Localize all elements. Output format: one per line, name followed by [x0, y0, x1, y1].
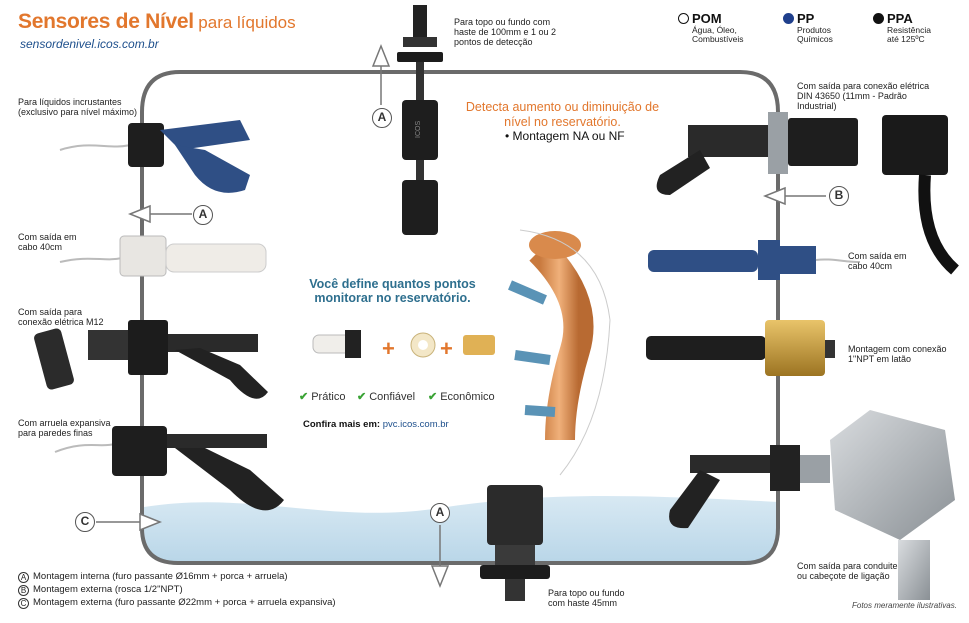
pipe-assembly: [508, 229, 611, 476]
material-pom: POM Água, Óleo, Combustíveis: [678, 11, 758, 44]
sensor-left-3: [34, 320, 268, 399]
center-headline: Detecta aumento ou diminuição de nível n…: [465, 100, 660, 129]
check-icon: ✔: [428, 391, 438, 403]
tank-outline: [140, 70, 780, 565]
label-left-3: Com saída para conexão elétrica M12: [18, 307, 104, 327]
pp-dot-icon: [783, 13, 794, 24]
more-info-link[interactable]: pvc.icos.com.br: [382, 419, 449, 430]
page-subtitle: para líquidos: [198, 13, 296, 32]
sensor-top-center: ICOS: [397, 5, 443, 235]
svg-text:ICOS: ICOS: [415, 121, 422, 138]
label-right-3: Montagem com conexão 1"NPT em latão: [848, 344, 947, 364]
sensor-left-1: [59, 120, 250, 193]
check-icon: ✔: [357, 391, 367, 403]
svg-text:+: +: [440, 336, 453, 361]
pom-dot-icon: [678, 13, 689, 24]
sensor-right-4: [669, 410, 955, 600]
center-define: Você define quantos pontos monitorar no …: [309, 277, 476, 305]
label-right-1: Com saída para conexão elétrica DIN 4365…: [797, 81, 930, 111]
marker-b: B: [829, 186, 849, 206]
label-top-center: Para topo ou fundo com haste de 100mm e …: [454, 17, 557, 47]
sensor-left-4: [54, 426, 284, 511]
website-link[interactable]: sensordenivel.icos.com.br: [20, 37, 159, 51]
feature-economico: ✔Econômico: [428, 391, 495, 403]
marker-c: C: [75, 512, 95, 532]
material-ppa: PPA Resistência até 125ºC: [873, 11, 943, 44]
svg-text:+: +: [382, 336, 395, 361]
label-left-2: Com saída em cabo 40cm: [18, 232, 77, 252]
feature-pratico: ✔Prático: [299, 391, 346, 403]
sensor-right-3: [646, 320, 835, 376]
page-title: Sensores de Nível: [18, 10, 194, 33]
sensor-right-1: [656, 112, 960, 275]
material-pp: PP Produtos Químicos: [783, 11, 853, 44]
sensor-left-2: [59, 235, 267, 277]
footnote: Fotos meramente ilustrativas.: [852, 601, 957, 610]
more-info: Confira mais em: pvc.icos.com.br: [303, 419, 449, 430]
center-bullet: • Montagem NA ou NF: [505, 129, 625, 143]
marker-a-top: A: [372, 108, 392, 128]
label-left-1: Para líquidos incrustantes (exclusivo pa…: [18, 97, 138, 117]
header-title: Sensores de Nível para líquidos: [18, 10, 296, 34]
label-right-2: Com saída em cabo 40cm: [848, 251, 907, 271]
label-right-4: Com saída para conduite ou cabeçote de l…: [797, 561, 898, 581]
feature-confiavel: ✔Confiável: [357, 391, 416, 403]
check-icon: ✔: [299, 391, 309, 403]
marker-a-left: A: [193, 205, 213, 225]
label-bottom-center: Para topo ou fundo com haste 45mm: [548, 588, 625, 608]
sensor-right-2: [648, 240, 861, 280]
sensor-bottom-center: [480, 485, 550, 601]
label-left-4: Com arruela expansiva para paredes finas: [18, 418, 111, 438]
combination-icons: + +: [312, 330, 495, 361]
ppa-dot-icon: [873, 13, 884, 24]
marker-a-bottom: A: [430, 503, 450, 523]
water-level: [144, 495, 780, 563]
